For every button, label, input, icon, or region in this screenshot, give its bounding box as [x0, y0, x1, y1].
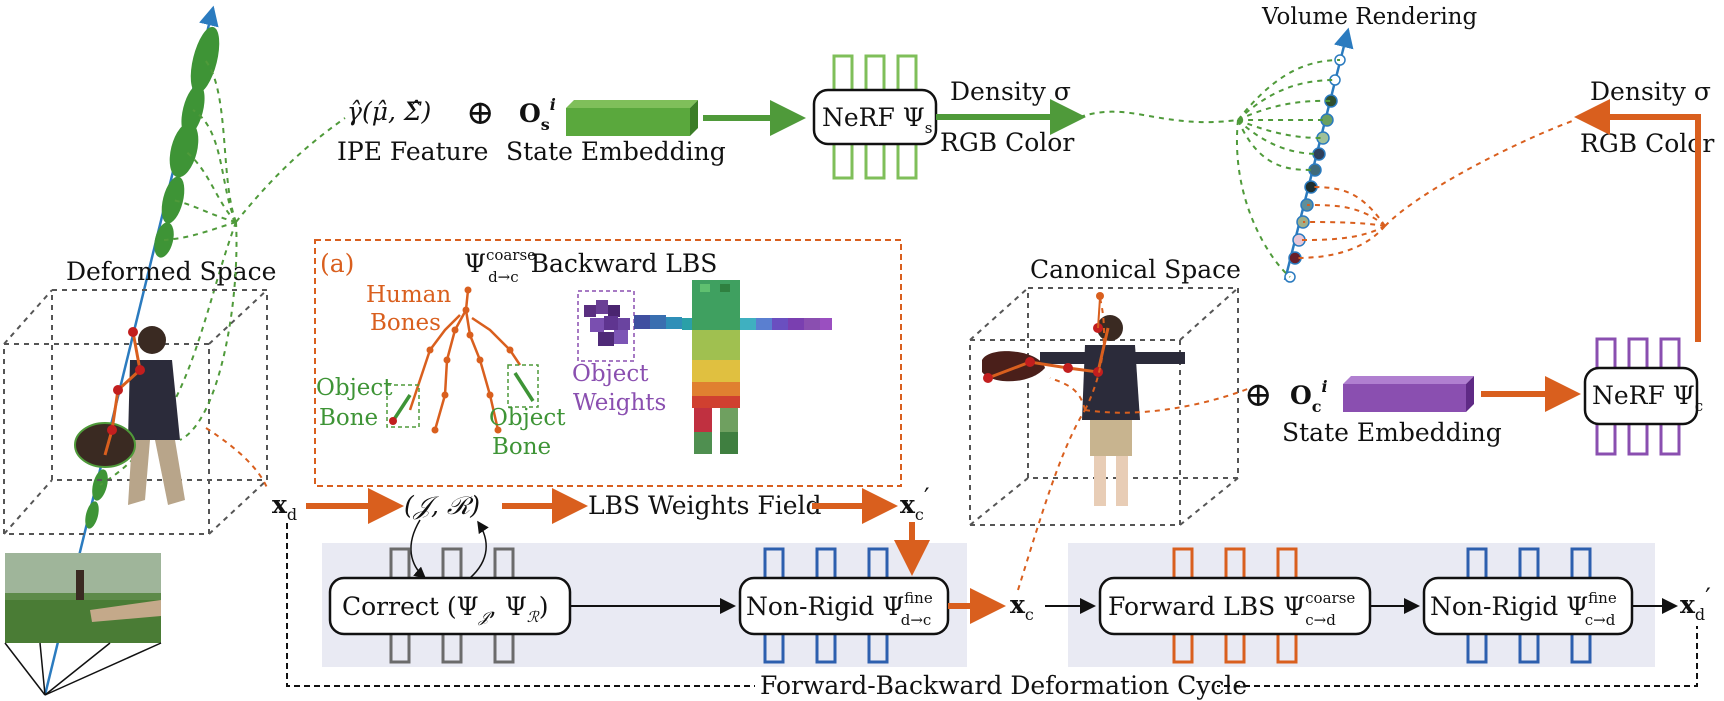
xc-label: xc [1010, 590, 1034, 624]
obj-bone-left-2: Bone [319, 405, 378, 431]
nerf-c-box [1583, 366, 1699, 426]
cycle-label-bg [755, 672, 1217, 698]
canonical-cube [969, 287, 1239, 526]
panel-a-tag: (a) [320, 249, 354, 278]
object-weights-voxels [577, 290, 635, 362]
human-bones-2: Bones [370, 310, 441, 336]
object-bone-left [386, 384, 420, 428]
canonical-space-label: Canonical Space [1030, 255, 1241, 284]
oplus-top: ⊕ [466, 93, 495, 133]
panel-a-frame [314, 239, 902, 487]
density-top: Density σ [950, 77, 1071, 106]
correct-label: Correct (Ψ𝒥, Ψℛ) [342, 592, 548, 626]
xc-prime-label: xc′ [900, 483, 930, 524]
obj-bone-left-1: Object [316, 375, 393, 401]
canonical-dashes [205, 297, 1251, 591]
state-c-symbol: Oci [1290, 377, 1328, 416]
ipe-label: IPE Feature [337, 137, 488, 166]
lbs-field-label: LBS Weights Field [588, 491, 822, 520]
state-s-block [566, 100, 698, 136]
deformed-cube [3, 289, 268, 535]
density-right: Density σ [1590, 77, 1711, 106]
state-s-symbol: Osi [519, 95, 556, 134]
green-dash-lower [179, 221, 238, 441]
arrow-nerf-c-up [1574, 99, 1701, 342]
cycle-label: Forward-Backward Deformation Cycle [760, 671, 1247, 700]
orange-fan-volume [1294, 119, 1576, 259]
obj-weights-2: Weights [573, 390, 666, 416]
xd-prime-label: xd′ [1680, 583, 1711, 624]
oplus-bottom: ⊕ [1244, 375, 1273, 415]
rgb-top: RGB Color [940, 128, 1074, 157]
deformed-person-illustration [74, 326, 185, 505]
deformed-space-label: Deformed Space [66, 257, 276, 286]
nerf-s-label: NeRF Ψs [822, 103, 932, 137]
rgb-right: RGB Color [1580, 129, 1714, 158]
skeleton-joints [426, 286, 514, 434]
state-c-label: State Embedding [1282, 418, 1502, 447]
volume-rendering-label: Volume Rendering [1261, 4, 1477, 30]
green-fan-volume [1079, 59, 1341, 278]
xd-label: xd [272, 490, 297, 524]
correct-feedback-arrows [410, 519, 489, 579]
state-s-label: State Embedding [506, 137, 726, 166]
ipe-formula: γ̂(μ̂, Σ̂) [347, 97, 431, 126]
deformation-cycle-loop [286, 523, 1698, 687]
human-bones-1: Human [366, 282, 451, 308]
obj-bone-right-2: Bone [492, 434, 551, 460]
obj-weights-1: Object [572, 361, 649, 387]
jr-label: (𝒥, ℛ) [404, 491, 480, 520]
canonical-person-illustration [982, 292, 1185, 506]
lbs-weights-field [634, 280, 832, 454]
obj-bone-right-1: Object [489, 405, 566, 431]
volume-ray [1283, 27, 1354, 283]
nerf-c-label: NeRF Ψc [1592, 381, 1703, 415]
camera-thumbnail [4, 553, 162, 696]
object-bone-right [507, 364, 539, 408]
state-c-block [1343, 376, 1474, 412]
